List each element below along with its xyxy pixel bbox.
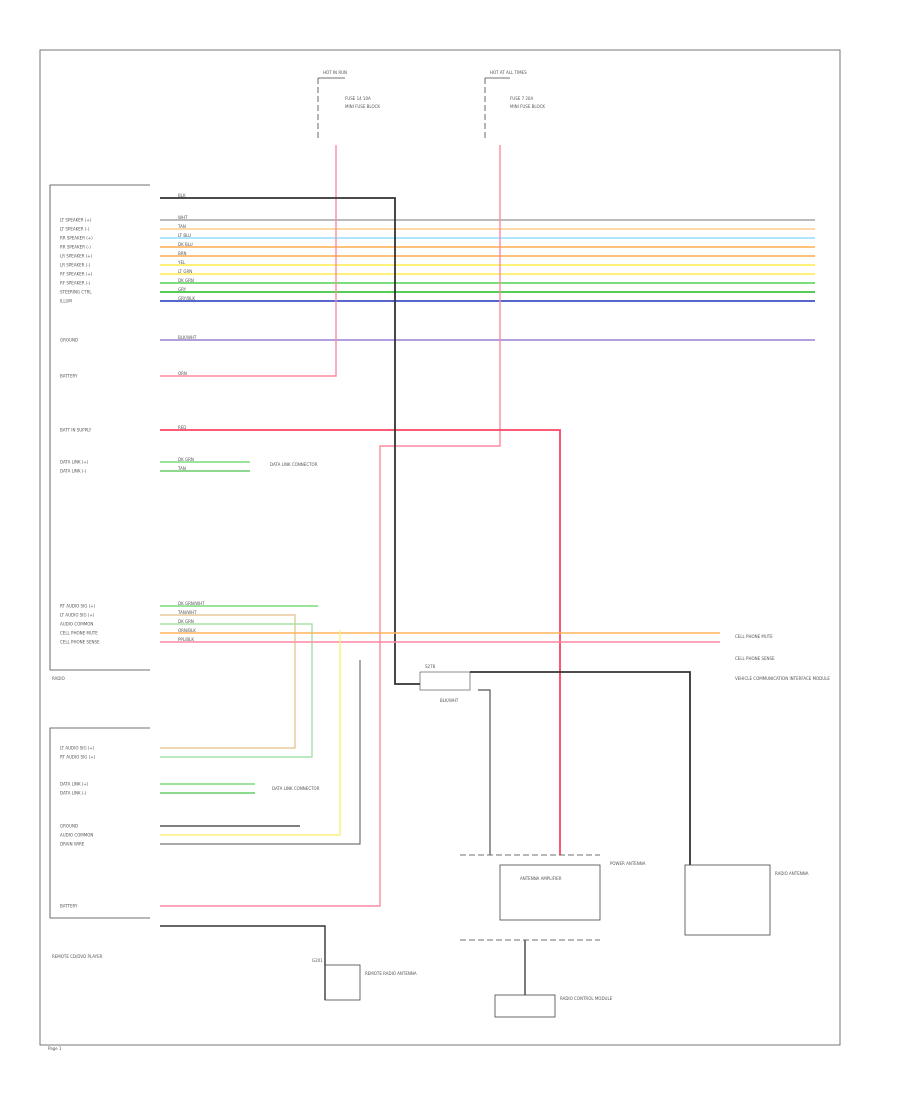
radio-pin-label: RR SPEAKER (+): [60, 236, 93, 241]
top-connector-hot-at-all-times: HOT AT ALL TIMES FUSE 7 20A MINI FUSE BL…: [484, 70, 545, 140]
radio-pin-wire-color: PPL/BLK: [178, 637, 194, 642]
right-label-mute: CELL PHONE MUTE: [735, 634, 773, 639]
right-label-sense: CELL PHONE SENSE: [735, 656, 775, 661]
radio-pin-wire-color: BRN: [178, 251, 187, 256]
radio-pin-label: RR SPEAKER (-): [60, 245, 91, 250]
hot-in-run-wire: [160, 145, 337, 377]
antenna-label-1: ANTENNA AMPLIFIER: [520, 876, 562, 881]
radio-pin-wire-color: LT GRN: [178, 269, 192, 274]
radio-pin-wire-color: GRY: [178, 287, 187, 292]
radio-pin-wire-color: DK GRN: [178, 457, 194, 462]
radio-pin-label: DATA LINK (+): [60, 460, 89, 465]
radio-pin-label: LT AUDIO SIG (+): [60, 613, 95, 618]
radio-pin-wire-color: LT BLU: [178, 233, 191, 238]
radio-pin-wire-color: DK GRN/WHT: [178, 601, 205, 606]
top-connector-1-name: HOT IN RUN: [323, 70, 347, 75]
top-connector-hot-in-run: HOT IN RUN FUSE 14 10A MINI FUSE BLOCK: [317, 70, 380, 140]
right-note: VEHICLE COMMUNICATION INTERFACE MODULE: [735, 676, 830, 681]
radio-pin-label: BATTERY: [60, 374, 78, 379]
remote-antenna: REMOTE RADIO ANTENNA G201: [160, 925, 417, 1001]
splice-s278: S278 BLK/WHT: [419, 664, 471, 703]
radio-pin-label: GROUND: [60, 338, 78, 343]
remote-pin-label: BATTERY: [60, 904, 78, 909]
radio-pin-label: STEERING CTRL: [60, 290, 92, 295]
radio-control-module: RADIO CONTROL MODULE: [460, 939, 613, 1018]
remote-pin-label: DRAIN WIRE: [60, 842, 85, 847]
lt-audio-wire: [160, 614, 296, 749]
splice-label-1: DATA LINK CONNECTOR: [270, 462, 318, 467]
splice-name: S278: [425, 664, 436, 669]
top-connector-1-fuse: FUSE 14 10A: [345, 96, 371, 101]
radio-pin-wire-color: DK BLU: [178, 242, 193, 247]
page-label: Page 1: [48, 1046, 62, 1051]
remote-pin-label: LT AUDIO SIG (+): [60, 746, 95, 751]
radio-pin-wire-color: BLK/WHT: [178, 335, 197, 340]
radio-pin-wire-color: YEL: [177, 260, 186, 265]
radio-pin-wire-color: ORN/BLK: [178, 628, 196, 633]
top-connector-1-note: MINI FUSE BLOCK: [345, 104, 380, 109]
radio-pin-wire-color: ORN: [178, 371, 187, 376]
radio-pin-wire-color: DK GRN: [178, 619, 194, 624]
remote-pin-labels: LT AUDIO SIG (+) RT AUDIO SIG (+) DATA LIN…: [60, 746, 96, 909]
antenna-label-4: REMOTE RADIO ANTENNA: [365, 971, 417, 976]
top-connector-2-name: HOT AT ALL TIMES: [490, 70, 527, 75]
radio-pin-label: LR SPEAKER (+): [60, 254, 93, 259]
remote-pin-label: DATA LINK (+): [60, 782, 89, 787]
diagram-frame: [39, 49, 841, 1046]
radio-pin-labels: BLK LT SPEAKER (+) WHT LT SPEAKER (-) TAN RR …: [60, 193, 205, 645]
antenna-ground-wire: [470, 671, 691, 865]
radio-pin-wire-color: RED: [178, 425, 186, 430]
remote-pin-label: GROUND: [60, 824, 78, 829]
antenna-amplifier-block: ANTENNA AMPLIFIER POWER ANTENNA: [460, 854, 646, 921]
speaker-wire-bus: [160, 219, 815, 341]
remote-pin-label: RT AUDIO SIG (+): [60, 755, 96, 760]
radio-pin-wire-color: WHT: [178, 215, 188, 220]
radio-pin-wire-color: GRY/BLK: [178, 296, 195, 301]
radio-pin-label: AUDIO COMMON: [60, 622, 93, 627]
radio-pin-wire-color: DK GRN: [178, 278, 194, 283]
splice-drop-wire: [478, 689, 491, 855]
antenna-label-3: RADIO ANTENNA: [775, 871, 809, 876]
radio-pin-label: BATT IN SUPPLY: [60, 428, 92, 433]
radio-pin-label: RT AUDIO SIG (+): [60, 604, 96, 609]
radio-pin-wire-color: TAN: [177, 466, 186, 471]
radio-pin-label: LT SPEAKER (+): [60, 218, 92, 223]
diamond-label: BLK/WHT: [440, 698, 459, 703]
remote-player-box: [49, 727, 150, 919]
hot-at-all-times-wire: [160, 145, 501, 907]
radio-antenna-block: RADIO ANTENNA: [684, 864, 809, 936]
top-connector-2-note: MINI FUSE BLOCK: [510, 104, 545, 109]
radio-pin-wire-color: TAN/WHT: [177, 610, 197, 615]
radio-ground-wire: [160, 197, 420, 685]
splice-label-2: DATA LINK CONNECTOR: [272, 786, 320, 791]
top-connector-2-fuse: FUSE 7 20A: [510, 96, 533, 101]
radio-pin-wire-color: TAN: [177, 224, 186, 229]
radio-module-box: [49, 184, 150, 671]
radio-label: RADIO: [52, 676, 65, 681]
remote-pin-label: AUDIO COMMON: [60, 833, 93, 838]
radio-pin-label: LT SPEAKER (-): [60, 227, 90, 232]
remote-pin-label: DATA LINK (-): [60, 791, 87, 796]
rt-audio-return-wire: [160, 623, 313, 758]
bottom-module-label: RADIO CONTROL MODULE: [560, 996, 613, 1001]
radio-pin-label: RF SPEAKER (-): [60, 281, 91, 286]
audio-common-wire: [160, 630, 341, 836]
radio-pin-label: CELL PHONE MUTE: [60, 631, 98, 636]
radio-pin-label: CELL PHONE SENSE: [60, 640, 100, 645]
radio-pin-label: ILLUM: [60, 299, 72, 304]
radio-pin-wire-color: BLK: [178, 193, 186, 198]
remote-player-label: REMOTE CD/DVD PLAYER: [52, 954, 103, 959]
antenna-label-2: POWER ANTENNA: [610, 861, 646, 866]
radio-pin-label: RF SPEAKER (+): [60, 272, 93, 277]
radio-pin-label: LR SPEAKER (-): [60, 263, 91, 268]
drain-wire: [160, 660, 361, 845]
battery-supply-wire: [160, 429, 561, 855]
radio-pin-label: DATA LINK (-): [60, 469, 87, 474]
ground-label: G201: [312, 958, 323, 963]
